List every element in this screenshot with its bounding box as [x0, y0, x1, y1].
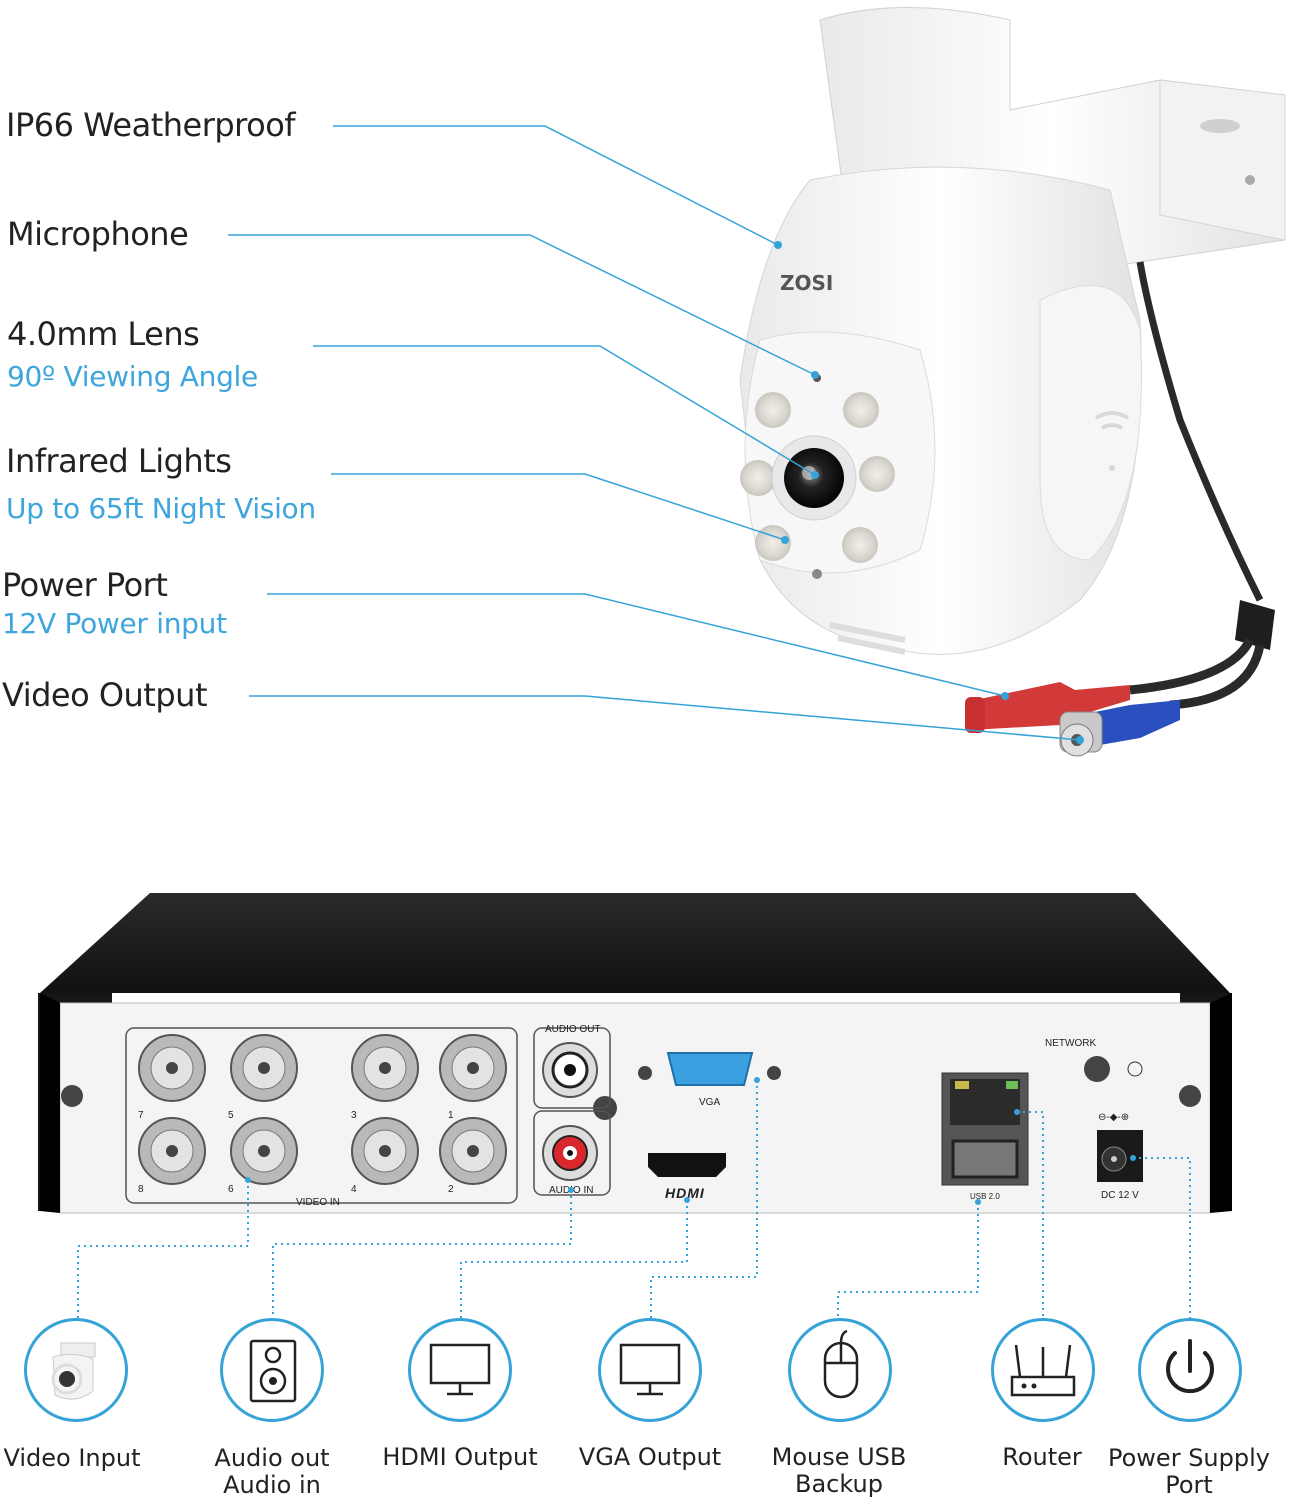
video-input-circle — [24, 1318, 128, 1422]
speaker-icon — [249, 1339, 297, 1403]
feature-subtitle-infrared: Up to 65ft Night Vision — [6, 492, 316, 525]
camera-illustration: ZOSI — [228, 7, 1286, 757]
router-circle — [991, 1318, 1095, 1422]
audio-out-label: AUDIO OUT — [545, 1024, 601, 1035]
monitor-icon — [429, 1343, 491, 1396]
channel-number: 6 — [228, 1184, 234, 1195]
audio-in-label: AUDIO IN — [549, 1185, 594, 1196]
channel-number: 5 — [228, 1110, 234, 1121]
rca-audio-in — [542, 1125, 598, 1181]
hdmi-circle — [408, 1318, 512, 1422]
vga-port — [666, 1052, 754, 1086]
camera-thumbnail-icon — [51, 1342, 96, 1400]
channel-number: 4 — [351, 1184, 357, 1195]
channel-number: 1 — [448, 1110, 454, 1121]
feature-subtitle-lens: 90º Viewing Angle — [7, 360, 258, 393]
rca-audio-out — [542, 1042, 598, 1098]
polarity-label: ⊖-◆-⊕ — [1098, 1112, 1130, 1123]
monitor-icon — [619, 1343, 681, 1396]
vga-circle — [598, 1318, 702, 1422]
leader-dots — [774, 241, 1084, 744]
mouse-icon — [823, 1329, 859, 1399]
router-icon — [1010, 1344, 1076, 1397]
channel-number: 7 — [138, 1110, 144, 1121]
video-in-label: VIDEO IN — [296, 1197, 340, 1208]
feature-title-microphone: Microphone — [7, 215, 189, 253]
feature-title-weatherproof: IP66 Weatherproof — [6, 106, 296, 144]
caption-hdmi: HDMI Output — [382, 1443, 538, 1471]
audio-circle — [220, 1318, 324, 1422]
usb-port — [951, 1139, 1019, 1179]
power-icon — [1166, 1339, 1214, 1394]
bnc-ports — [138, 1034, 507, 1185]
channel-number: 2 — [448, 1184, 454, 1195]
channel-number: 8 — [138, 1184, 144, 1195]
caption-vga: VGA Output — [578, 1443, 722, 1471]
power-circle — [1138, 1318, 1242, 1422]
usb-circle — [788, 1318, 892, 1422]
feature-subtitle-power-port: 12V Power input — [2, 607, 227, 640]
channel-number: 3 — [351, 1110, 357, 1121]
usb-label: USB 2.0 — [970, 1192, 1000, 1201]
hdmi-port — [648, 1153, 726, 1177]
feature-title-lens: 4.0mm Lens — [7, 315, 200, 353]
vga-label: VGA — [699, 1097, 721, 1108]
feature-title-power-port: Power Port — [2, 566, 168, 604]
feature-title-video-output: Video Output — [2, 676, 207, 714]
hdmi-label: HDMI — [665, 1185, 705, 1201]
caption-router: Router — [1002, 1443, 1082, 1471]
feature-title-infrared: Infrared Lights — [6, 442, 232, 480]
caption-video-input: Video Input — [3, 1444, 141, 1472]
network-label: NETWORK — [1045, 1038, 1097, 1049]
leader-lines — [228, 125, 1081, 741]
dvr-recorder — [38, 893, 1232, 1214]
camera-brand-logo: ZOSI — [780, 271, 833, 295]
dc-label: DC 12 V — [1101, 1190, 1139, 1201]
camera-dome: ZOSI — [739, 166, 1142, 655]
